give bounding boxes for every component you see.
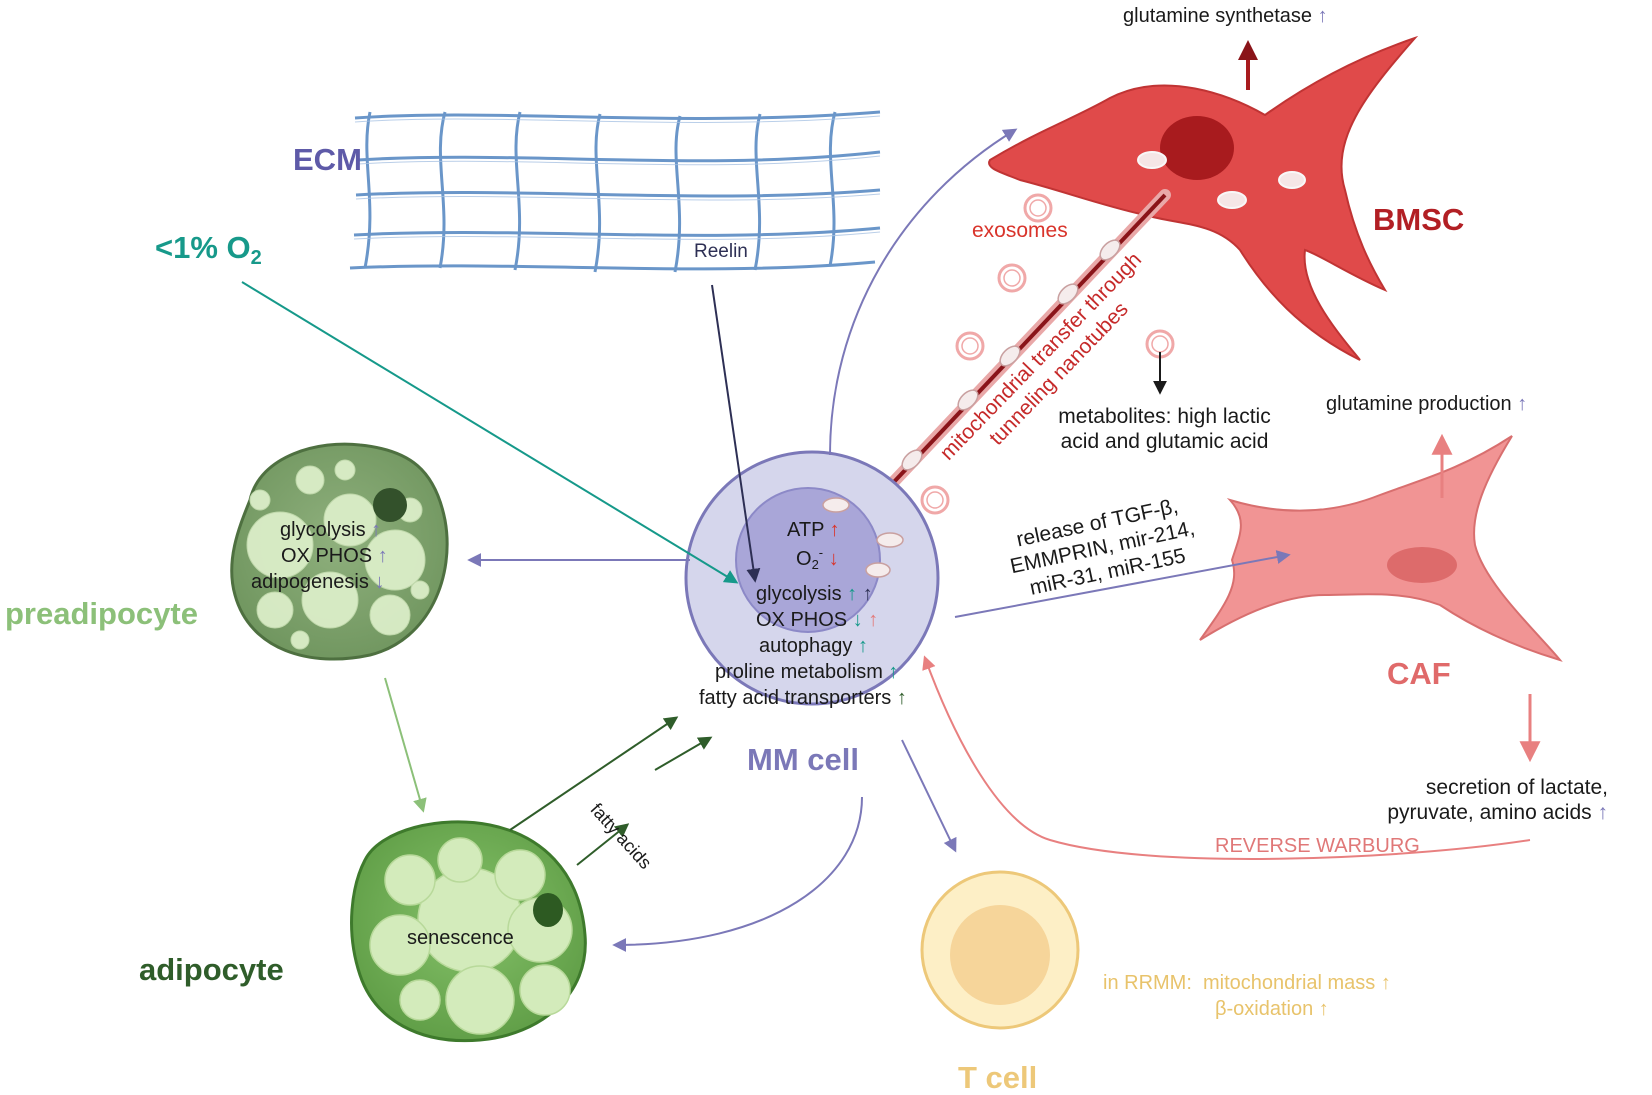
up-arrow-glyph: ↑ <box>829 519 840 541</box>
mm-autophagy: autophagy ↑ <box>759 636 868 656</box>
mm-o2-sub: 2 <box>811 557 819 572</box>
arrow-fatty-acids-3 <box>576 823 630 866</box>
mm-fatty-text: fatty acid transporters <box>699 687 892 709</box>
secretion-line2-row: pyruvate, amino acids ↑ <box>1387 800 1608 825</box>
arrow-reelin <box>711 284 761 583</box>
up-arrow-glyph: ↑ <box>1317 5 1328 27</box>
pre-oxphos-text: OX PHOS <box>281 545 373 567</box>
mm-atp: ATP ↑ <box>787 520 840 540</box>
exosomes-label: exosomes <box>972 219 1068 242</box>
arrow-mm-to-tcell <box>901 739 957 853</box>
mm-atp-text: ATP <box>787 519 825 541</box>
up-arrow-glyph: ↑ <box>868 609 879 631</box>
up-arrow-glyph: ↑ <box>847 583 858 605</box>
arrow-oxygen <box>241 281 739 584</box>
mm-o2-text: O <box>796 548 812 570</box>
up-arrow-glyph: ↑ <box>1318 998 1329 1020</box>
rrmm-line2: β-oxidation <box>1215 998 1314 1020</box>
arrow-mm-to-adipocyte <box>612 796 863 952</box>
up-arrow-glyph: ↑ <box>862 583 873 605</box>
arrow-fatty-acids-1 <box>509 716 679 831</box>
mm-oxphos: OX PHOS ↓ ↑ <box>756 610 878 630</box>
up-arrow-glyph: ↑ <box>1597 801 1609 825</box>
up-arrow-glyph: ↑ <box>371 519 382 541</box>
down-arrow-glyph: ↓ <box>828 548 839 570</box>
rrmm-line1-row: in RRMM: mitochondrial mass ↑ <box>1103 970 1391 996</box>
down-arrow-glyph: ↓ <box>852 609 863 631</box>
down-arrow-glyph: ↓ <box>374 571 385 593</box>
adipocyte-cell <box>350 820 587 1043</box>
mm-autophagy-text: autophagy <box>759 635 853 657</box>
arrow-preadipocyte-to-adipocyte <box>384 677 427 813</box>
mm-proline-text: proline metabolism <box>715 661 883 683</box>
rrmm-prefix: in RRMM: <box>1103 972 1192 994</box>
pre-glycolysis: glycolysis ↑ <box>280 520 381 540</box>
preadipocyte-cell <box>230 442 449 661</box>
up-arrow-glyph: ↑ <box>1517 393 1528 415</box>
mm-o2: O2- ↓ <box>796 546 839 571</box>
rrmm-line1: mitochondrial mass <box>1203 972 1376 994</box>
arrow-reverse-warburg <box>922 655 1531 860</box>
pre-adipogenesis-text: adipogenesis <box>251 571 369 593</box>
mm-glycolysis-text: glycolysis <box>756 583 842 605</box>
caf-label: CAF <box>1387 656 1451 691</box>
pre-glycolysis-text: glycolysis <box>280 519 366 541</box>
ecm-label: ECM <box>293 142 362 177</box>
senescence-label: senescence <box>407 927 514 949</box>
mm-fatty: fatty acid transporters ↑ <box>699 688 907 708</box>
secretion-label: secretion of lactate, pyruvate, amino ac… <box>1387 775 1608 825</box>
mm-o2-sup: - <box>818 545 824 560</box>
mm-cell-nucleus <box>735 487 881 633</box>
mm-cell-label: MM cell <box>747 742 859 777</box>
arrow-mm-to-bmsc <box>829 128 1018 456</box>
t-cell-label: T cell <box>958 1060 1038 1095</box>
preadipocyte-label: preadipocyte <box>5 596 198 631</box>
rrmm-line2-row: β-oxidation ↑ <box>1103 996 1391 1022</box>
secretion-line1: secretion of lactate, <box>1425 776 1608 799</box>
t-cell-nucleus <box>950 905 1050 1005</box>
arrow-mm-to-caf <box>954 550 1291 618</box>
tunneling-nanotube <box>844 189 1171 534</box>
bmsc-label: BMSC <box>1373 202 1465 237</box>
adipocyte-label: adipocyte <box>139 952 284 987</box>
up-arrow-glyph: ↑ <box>1380 972 1391 994</box>
glutamine-synthetase-label: glutamine synthetase ↑ <box>1123 6 1328 26</box>
mm-glycolysis: glycolysis ↑ ↑ <box>756 584 873 604</box>
secretion-line2: pyruvate, amino acids <box>1387 801 1592 825</box>
reverse-warburg-label: REVERSE WARBURG <box>1215 835 1420 857</box>
caf-cell <box>1199 435 1563 662</box>
oxygen-text: <1% O <box>155 230 251 265</box>
glutamine-synthetase-text: glutamine synthetase <box>1123 5 1313 27</box>
up-arrow-glyph: ↑ <box>857 635 868 657</box>
pre-oxphos: OX PHOS ↑ <box>281 546 388 566</box>
caf-nucleus <box>1387 547 1457 583</box>
glutamine-production-text: glutamine production <box>1326 393 1512 415</box>
arrow-fatty-acids-2 <box>654 736 713 771</box>
rrmm-label: in RRMM: mitochondrial mass ↑ β-oxidatio… <box>1103 970 1391 1022</box>
bmsc-nucleus <box>1160 116 1234 180</box>
reelin-label: Reelin <box>694 241 748 262</box>
up-arrow-glyph: ↑ <box>896 687 907 709</box>
ecm-mesh <box>349 110 881 273</box>
up-arrow-glyph: ↑ <box>377 545 388 567</box>
oxygen-label: <1% O2 <box>155 232 262 268</box>
mm-proline: proline metabolism ↑ <box>715 662 898 682</box>
glutamine-production-label: glutamine production ↑ <box>1326 394 1527 414</box>
bmsc-mitochondria <box>1137 151 1306 209</box>
oxygen-subscript: 2 <box>250 247 262 269</box>
pre-adipogenesis: adipogenesis ↓ <box>251 572 384 592</box>
up-arrow-glyph: ↑ <box>888 661 899 683</box>
metabolites-label: metabolites: high lactic acid and glutam… <box>1058 405 1271 454</box>
mm-oxphos-text: OX PHOS <box>756 609 848 631</box>
